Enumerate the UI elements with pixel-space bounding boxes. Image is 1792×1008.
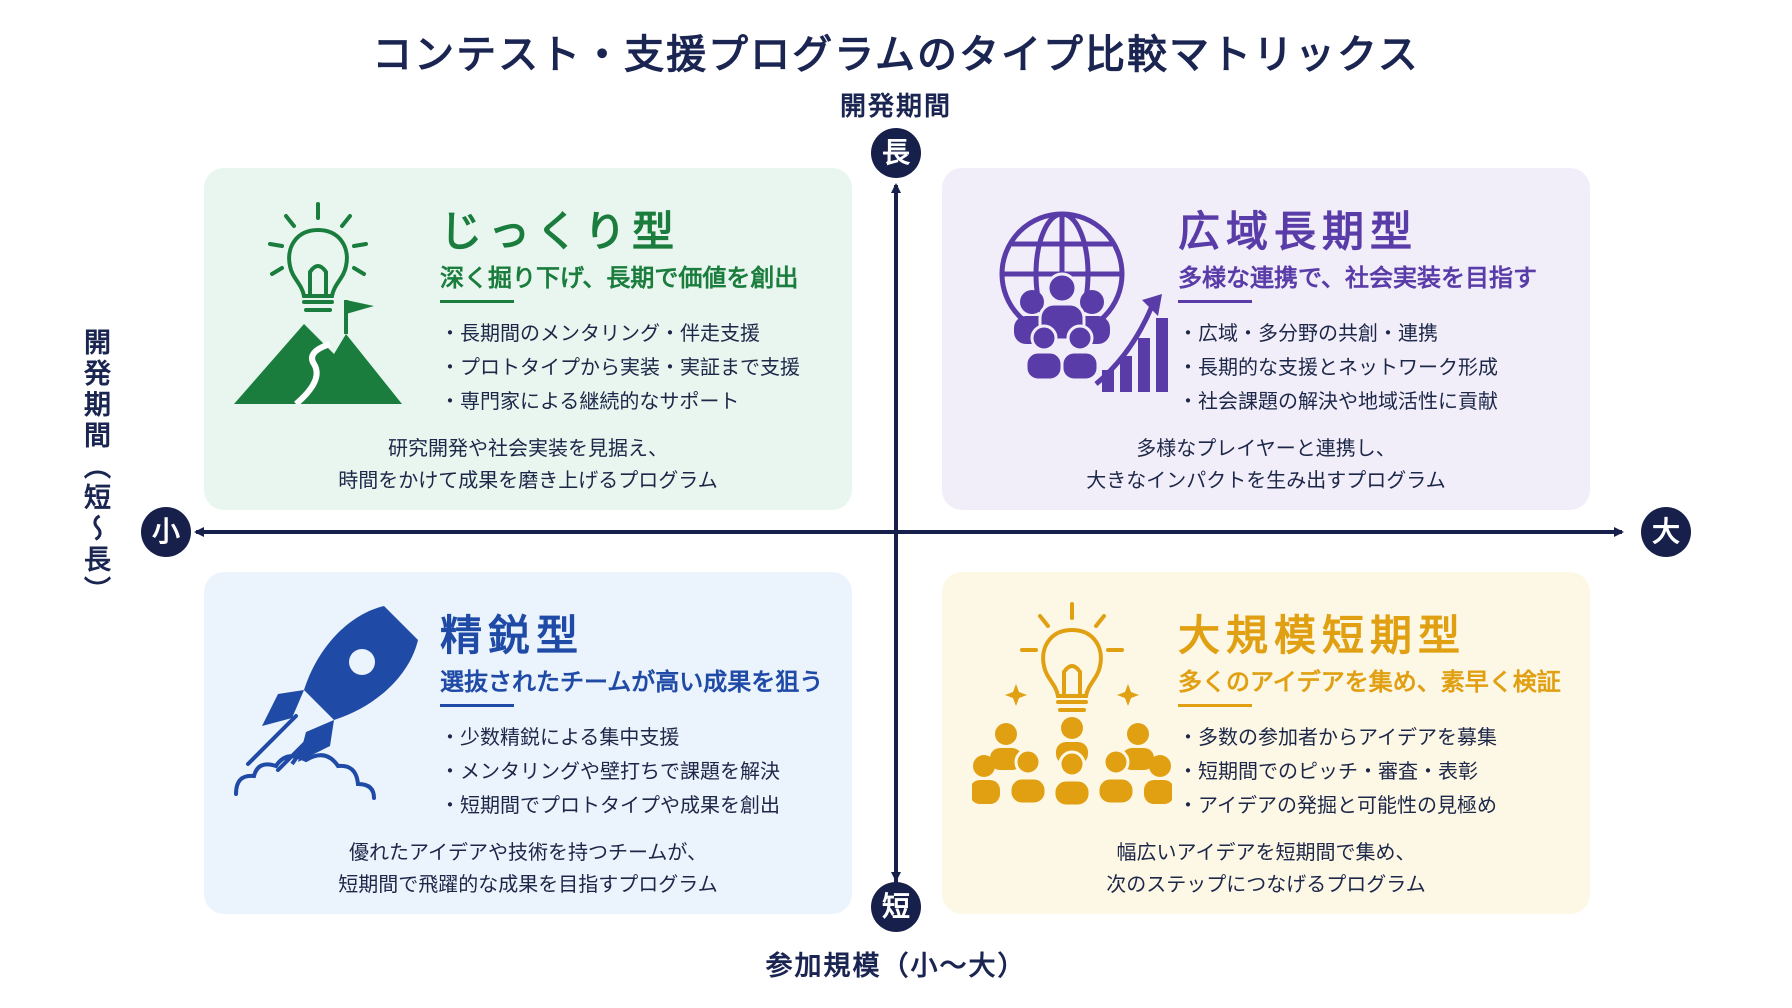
bullet-item: 短期間でのピッチ・審査・表彰 — [1178, 754, 1497, 788]
quadrant-tagline: 多くのアイデアを集め、素早く検証 — [1178, 668, 1561, 696]
page-title: コンテスト・支援プログラムのタイプ比較マトリックス — [372, 32, 1420, 78]
bullet-item: 短期間でプロトタイプや成果を創出 — [440, 788, 780, 822]
tagline-underline — [1178, 300, 1252, 303]
quadrant-summary: 多様なプレイヤーと連携し、 大きなインパクトを生み出すプログラム — [942, 432, 1590, 496]
bullet-list: 少数精鋭による集中支援 メンタリングや壁打ちで課題を解決 短期間でプロトタイプや… — [440, 720, 780, 822]
bullet-item: 多数の参加者からアイデアを募集 — [1178, 720, 1497, 754]
bullet-item: 長期的な支援とネットワーク形成 — [1178, 350, 1498, 384]
quadrant-tagline: 多様な連携で、社会実装を目指す — [1178, 264, 1538, 292]
bullet-item: 社会課題の解決や地域活性に貢献 — [1178, 384, 1498, 418]
quadrant-name: 広域長期型 — [1178, 207, 1419, 256]
bullet-item: 広域・多分野の共創・連携 — [1178, 316, 1498, 350]
bullet-item: プロトタイプから実装・実証まで支援 — [440, 350, 800, 384]
bullet-item: 長期間のメンタリング・伴走支援 — [440, 316, 800, 350]
quadrant-daikibo-tanki: 大規模短期型 多くのアイデアを集め、素早く検証 多数の参加者からアイデアを募集 … — [942, 572, 1590, 914]
lightbulb-crowd-icon — [972, 602, 1172, 808]
quadrant-summary: 幅広いアイデアを短期間で集め、 次のステップにつなげるプログラム — [942, 836, 1590, 900]
quadrant-summary: 研究開発や社会実装を見据え、 時間をかけて成果を磨き上げるプログラム — [204, 432, 852, 496]
tagline-underline — [440, 704, 514, 707]
quadrant-name: 大規模短期型 — [1178, 611, 1467, 660]
quadrant-kouiki-choki: 広域長期型 多様な連携で、社会実装を目指す 広域・多分野の共創・連携 長期的な支… — [942, 168, 1590, 510]
axis-bottom-marker: 短 — [871, 882, 921, 932]
vertical-axis-title: 開発期間 — [839, 92, 952, 122]
quadrant-tagline: 選抜されたチームが高い成果を狙う — [440, 668, 824, 696]
bullet-item: 専門家による継続的なサポート — [440, 384, 800, 418]
bullet-list: 広域・多分野の共創・連携 長期的な支援とネットワーク形成 社会課題の解決や地域活… — [1178, 316, 1498, 418]
summary-line: 次のステップにつなげるプログラム — [1106, 872, 1426, 896]
bullet-item: 少数精鋭による集中支援 — [440, 720, 780, 754]
bullet-item: メンタリングや壁打ちで課題を解決 — [440, 754, 780, 788]
quadrant-jikkuri: じっくり型 深く掘り下げ、長期で価値を創出 長期間のメンタリング・伴走支援 プロ… — [204, 168, 852, 510]
quadrant-name: 精鋭型 — [440, 611, 585, 660]
axis-top-marker: 長 — [871, 128, 921, 178]
tagline-underline — [440, 300, 514, 303]
tagline-underline — [1178, 704, 1252, 707]
summary-line: 優れたアイデアや技術を持つチームが、 — [349, 840, 707, 864]
lightbulb-mountain-icon — [234, 202, 402, 404]
axis-left-marker: 小 — [141, 507, 191, 557]
summary-line: 大きなインパクトを生み出すプログラム — [1086, 468, 1446, 492]
summary-line: 研究開発や社会実装を見据え、 — [388, 436, 668, 460]
bullet-item: アイデアの発掘と可能性の見極め — [1178, 788, 1497, 822]
summary-line: 時間をかけて成果を磨き上げるプログラム — [338, 468, 718, 492]
bullet-list: 多数の参加者からアイデアを募集 短期間でのピッチ・審査・表彰 アイデアの発掘と可… — [1178, 720, 1497, 822]
quadrant-seiei: 精鋭型 選抜されたチームが高い成果を狙う 少数精鋭による集中支援 メンタリングや… — [204, 572, 852, 914]
quadrant-name: じっくり型 — [440, 207, 681, 256]
axis-right-marker: 大 — [1641, 507, 1691, 557]
rocket-icon — [234, 606, 418, 800]
summary-line: 多様なプレイヤーと連携し、 — [1136, 436, 1396, 460]
horizontal-axis-title: 参加規模（小〜大） — [765, 951, 1027, 982]
summary-line: 短期間で飛躍的な成果を目指すプログラム — [338, 872, 718, 896]
left-axis-label: 開発期間（短〜長） — [79, 328, 110, 607]
summary-line: 幅広いアイデアを短期間で集め、 — [1116, 840, 1416, 864]
quadrant-summary: 優れたアイデアや技術を持つチームが、 短期間で飛躍的な成果を目指すプログラム — [204, 836, 852, 900]
globe-network-growth-icon — [999, 211, 1168, 392]
quadrant-tagline: 深く掘り下げ、長期で価値を創出 — [440, 264, 799, 292]
bullet-list: 長期間のメンタリング・伴走支援 プロトタイプから実装・実証まで支援 専門家による… — [440, 316, 800, 418]
